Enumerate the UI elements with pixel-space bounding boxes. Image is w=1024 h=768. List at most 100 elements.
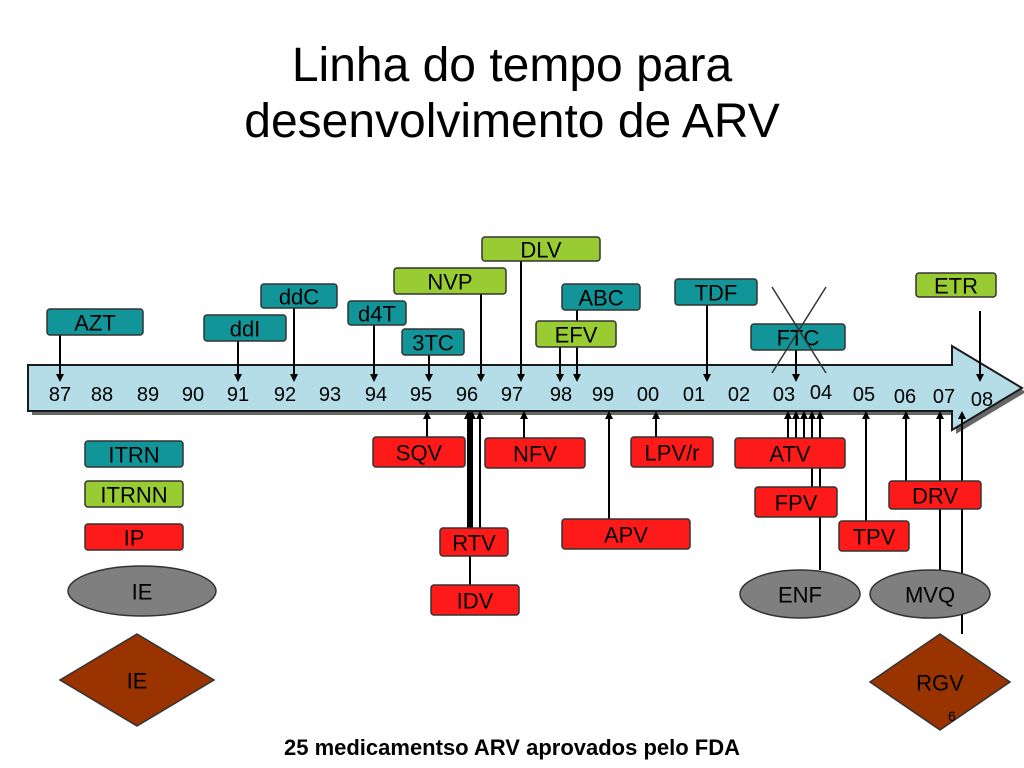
drug-box-nvp: NVP [393,267,507,295]
timeline-arrow [27,344,1024,432]
legend-itrnn-label: ITRNN [100,483,167,508]
year-label: 88 [91,384,113,406]
legend-itrn: ITRN [84,440,184,468]
drug-box-drv-shape [888,480,982,510]
drug-box-rtv: RTV [439,527,509,557]
drug-box-ddi-shape [203,314,287,342]
drug-box-3tc-shape [401,328,465,356]
drug-box-atv: ATV [734,437,846,469]
legend-itrn-shape [84,440,184,468]
year-label: 00 [637,384,659,406]
timeline-arrow-layer [27,344,1024,434]
drug-box-fpv-label: FPV [775,491,818,516]
drug-box-ddc-shape [260,283,338,309]
title-line-1: Linha do tempo para [291,39,733,92]
legend-itrn-label: ITRN [108,443,159,468]
footer-caption: 25 medicamentso ARV aprovados pelo FDA [283,735,741,760]
drug-box-abc-shape [561,283,641,311]
year-label: 89 [137,384,159,406]
drug-box-rgv-shape [868,633,1012,731]
drug-box-tpv: TPV [838,520,910,552]
drug-box-apv: APV [561,518,691,550]
drug-box-tpv-shape [838,520,910,552]
drug-box-nvp-label: NVP [427,270,472,295]
year-label: 01 [683,384,705,406]
drug-box-ftc-shape [750,323,846,351]
drug-box-etr-shape [915,272,997,298]
year-label: 99 [592,384,614,406]
legend-ip-label: IP [124,526,145,551]
year-label: 97 [501,384,523,406]
drug-box-tdf-label: TDF [695,281,738,306]
year-label: 08 [971,389,993,411]
drug-box-dlv-shape [481,236,601,262]
drug-box-efv: EFV [535,320,617,348]
year-label: 96 [456,384,478,406]
legend-itrnn-shape [84,480,184,508]
drug-box-atv-label: ATV [769,442,810,467]
drug-box-mvq-label: MVQ [905,583,955,608]
drug-box-enf: ENF [739,569,861,619]
legend-ie-diamond-label: IE [127,669,148,694]
year-label: 98 [550,384,572,406]
year-label: 06 [894,386,916,408]
drug-box-ddc: ddC [260,283,338,310]
drug-box-sqv-label: SQV [396,441,443,466]
drug-box-azt-shape [46,308,144,336]
drug-box-nfv: NFV [484,437,586,469]
drug-box-abc: ABC [561,283,641,311]
year-label: 93 [319,384,341,406]
drug-box-mvq-shape [869,569,991,619]
drug-box-ftc: FTC [750,323,846,351]
drug-box-3tc: 3TC [401,328,465,356]
drug-box-enf-shape [739,569,861,619]
drug-box-abc-label: ABC [578,286,623,311]
drug-box-tdf-shape [674,278,758,306]
legend-ie-ellipse: IE [67,565,217,617]
legend-ip: IP [84,523,184,551]
drug-box-apv-shape [561,518,691,550]
drug-box-efv-label: EFV [555,323,598,348]
title-line-2: desenvolvimento de ARV [244,95,780,148]
legend-ie-ellipse-label: IE [132,580,153,605]
page-title: Linha do tempo para desenvolvimento de A… [0,38,1024,150]
legend-ie-diamond: IE [58,633,216,727]
drug-box-d4t-label: d4T [358,302,396,327]
legend-ip-shape [84,523,184,551]
drug-box-fpv-shape [754,486,838,518]
legend-ie-diamond-shape [58,633,216,727]
drug-box-drv: DRV [888,480,982,510]
year-label: 05 [853,384,875,406]
drug-box-lpv-r-shape [630,436,714,468]
drug-box-rtv-label: RTV [452,531,496,556]
drug-box-rtv-shape [439,527,509,557]
drug-box-ddc-label: ddC [279,285,319,310]
drug-box-nfv-shape [484,437,586,469]
drug-box-d4t-shape [347,300,407,326]
drug-box-apv-label: APV [604,523,648,548]
drug-box-dlv-label: DLV [520,238,561,263]
year-label: 07 [933,386,955,408]
drug-box-efv-shape [535,320,617,348]
drug-box-sqv-shape [372,436,466,468]
year-label: 91 [227,384,249,406]
year-label: 03 [773,384,795,406]
drug-box-idv-shape [430,584,520,616]
year-label: 92 [274,384,296,406]
drug-box-rgv-label: RGV [916,671,964,696]
drug-box-sqv: SQV [372,436,466,468]
drug-box-nvp-shape [393,267,507,295]
year-label: 04 [810,382,832,404]
drug-box-ddi-label: ddI [230,317,261,342]
drug-box-tdf: TDF [674,278,758,306]
drug-box-lpv-r: LPV/r [630,436,714,468]
legend-itrnn: ITRNN [84,480,184,508]
drug-box-azt: AZT [46,308,144,336]
year-label: 94 [365,384,387,406]
drug-box-enf-label: ENF [778,583,822,608]
drug-box-rgv: RGV [868,633,1012,731]
drug-box-idv-label: IDV [457,589,494,614]
legend-ie-ellipse-shape [67,565,217,617]
